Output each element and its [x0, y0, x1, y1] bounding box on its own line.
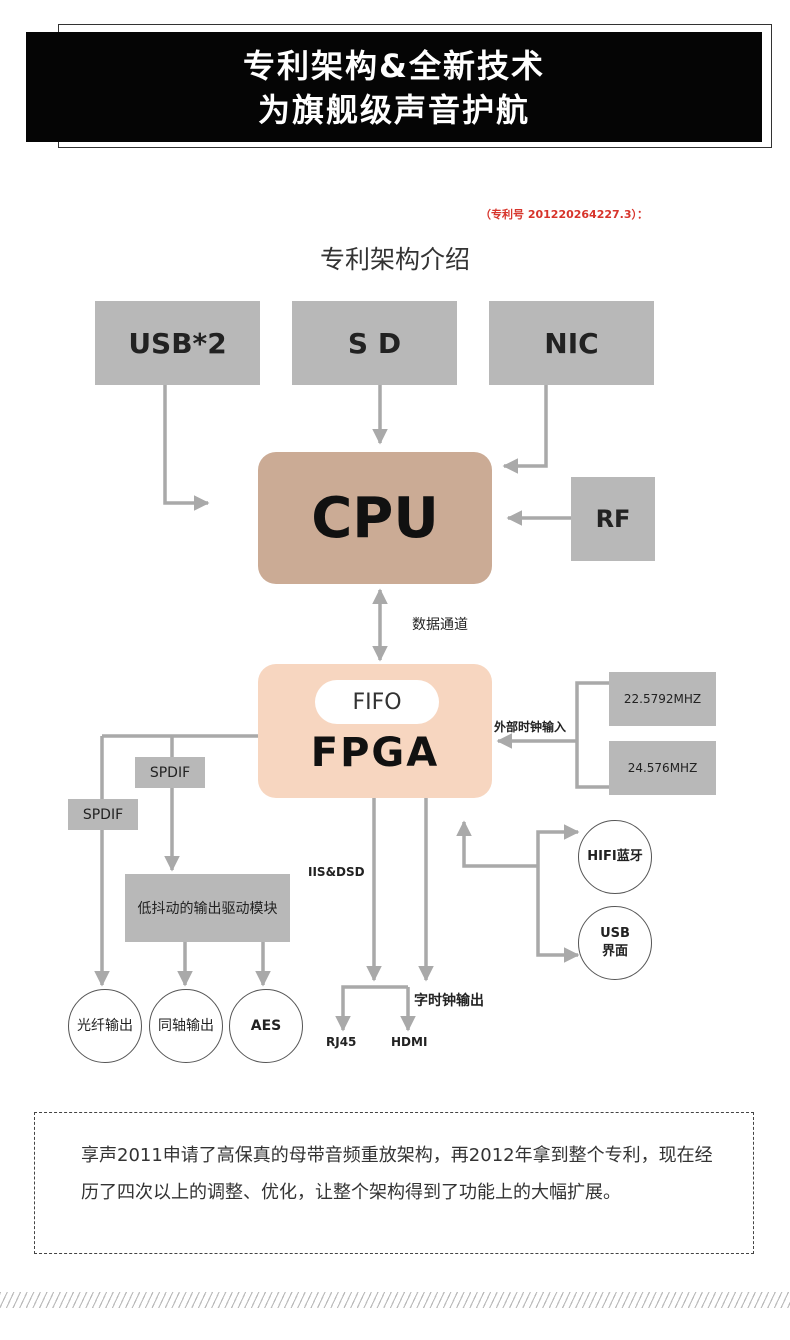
banner: 专利架构&全新技术 为旗舰级声音护航 — [26, 32, 762, 142]
fpga-label: FPGA — [310, 730, 440, 776]
iis-dsd-label: IIS&DSD — [308, 865, 365, 879]
description-text: 享声2011申请了高保真的母带音频重放架构，再2012年拿到整个专利，现在经历了… — [81, 1145, 713, 1203]
spdif-block-b: SPDIF — [68, 799, 138, 830]
arrow-nic-cpu — [502, 385, 548, 474]
data-channel-label: 数据通道 — [412, 617, 468, 633]
clock-24-block: 24.576MHZ — [609, 741, 716, 795]
clock-bracket — [575, 681, 609, 789]
rj45-label: RJ45 — [326, 1035, 357, 1049]
description-note: 享声2011申请了高保真的母带音频重放架构，再2012年拿到整个专利，现在经历了… — [34, 1112, 754, 1254]
hatched-divider — [0, 1292, 790, 1308]
ext-clock-label: 外部时钟输入 — [494, 720, 567, 734]
arrow-usb-ui — [536, 866, 580, 963]
aes-output: AES — [229, 989, 303, 1063]
connector-arrows — [94, 385, 609, 1032]
patent-number: （专利号 201220264227.3）： — [480, 208, 649, 221]
fifo-label: FIFO — [315, 680, 439, 724]
cpu-block: CPU — [258, 452, 492, 584]
coaxial-output: 同轴输出 — [149, 989, 223, 1063]
clock-22-block: 22.5792MHZ — [609, 672, 716, 726]
banner-line-1: 专利架构&全新技术 — [243, 47, 545, 85]
arrow-usb-cpu — [163, 385, 210, 511]
word-clock-label: 字时钟输出 — [414, 993, 484, 1009]
jitter-module-block: 低抖动的输出驱动模块 — [125, 874, 290, 942]
hdmi-label: HDMI — [391, 1035, 428, 1049]
usb-block: USB*2 — [95, 301, 260, 385]
fpga-block: FIFO FPGA — [258, 664, 492, 798]
arrow-bluetooth — [536, 824, 580, 866]
diagram-title: 专利架构介绍 — [319, 245, 470, 274]
arrow-rj45 — [335, 985, 408, 1032]
rf-block: RF — [571, 477, 655, 561]
spdif-block-a: SPDIF — [135, 757, 205, 788]
optical-output: 光纤输出 — [68, 989, 142, 1063]
banner-line-2: 为旗舰级声音护航 — [257, 91, 530, 129]
usb-ui-circle: USB 界面 — [578, 906, 652, 980]
nic-block: NIC — [489, 301, 654, 385]
arrow-tree-up — [456, 820, 538, 868]
hifi-bluetooth-circle: HIFI蓝牙 — [578, 820, 652, 894]
sd-block: S D — [292, 301, 457, 385]
